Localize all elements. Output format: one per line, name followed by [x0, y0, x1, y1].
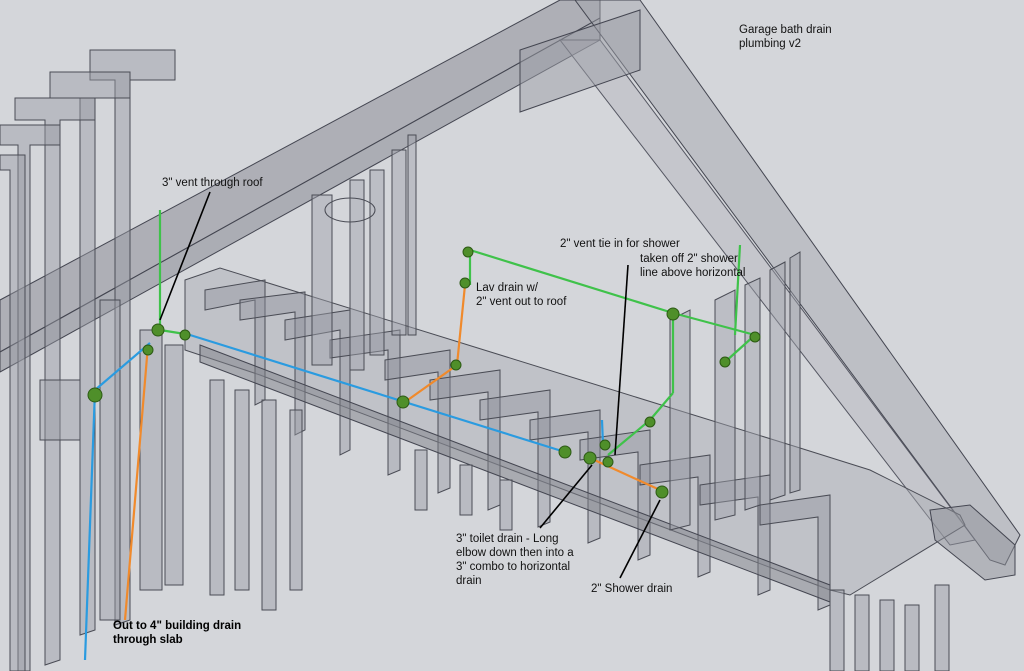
label-toilet-drain: 3" toilet drain - Long elbow down then i…: [456, 532, 574, 588]
diagram-title: Garage bath drain plumbing v2: [739, 23, 849, 51]
pipe-fitting-icon: [462, 246, 474, 258]
label-vent-roof: 3" vent through roof: [162, 177, 263, 189]
pipe-fitting-icon: [583, 451, 597, 465]
label-taken-line1: taken off 2" shower: [640, 253, 738, 265]
right-wall-studs: [669, 251, 801, 531]
label-lav-line2: 2" vent out to roof: [476, 296, 567, 308]
label-lav-line1: Lav drain w/: [476, 282, 539, 294]
pipe-fitting-icon: [558, 445, 572, 459]
pipe-fitting-icon: [602, 456, 614, 468]
label-toilet-line1: 3" toilet drain - Long: [456, 533, 559, 545]
pipe-fitting-icon: [87, 387, 103, 403]
label-toilet-line4: drain: [456, 575, 482, 587]
drain-piping-blue: [83, 333, 605, 661]
pipe-fitting-icon: [719, 356, 731, 368]
middle-wall-studs: [311, 134, 417, 371]
label-vent-tie: 2" vent tie in for shower: [560, 238, 680, 250]
label-lav-drain: Lav drain w/ 2" vent out to roof: [476, 281, 566, 309]
pipe-fitting-icon: [644, 416, 656, 428]
title-text: Garage bath drain plumbing v2: [739, 24, 832, 50]
label-taken-line2: line above horizontal: [640, 267, 746, 279]
pipe-fittings: [87, 246, 761, 499]
left-wall-studs: [0, 49, 184, 671]
label-building-drain: Out to 4" building drain through slab: [113, 619, 241, 647]
pipe-fitting-icon: [151, 323, 165, 337]
pipe-fitting-icon: [179, 329, 191, 341]
pipe-fitting-icon: [396, 395, 410, 409]
pipe-fitting-icon: [666, 307, 680, 321]
drain-piping-orange: [123, 284, 661, 621]
pipe-fitting-icon: [749, 331, 761, 343]
pipe-fitting-icon: [450, 359, 462, 371]
label-toilet-line2: elbow down then into a: [456, 547, 574, 559]
gable-block: [519, 9, 641, 113]
label-shower-drain: 2" Shower drain: [591, 583, 673, 595]
ridge-beam: [0, 0, 601, 353]
label-out-line1: Out to 4" building drain: [113, 620, 242, 632]
label-out-line2: through slab: [113, 634, 183, 646]
label-taken-off: taken off 2" shower line above horizonta…: [640, 252, 746, 280]
label-toilet-line3: 3" combo to horizontal: [456, 561, 571, 573]
front-corner-post: [929, 504, 1016, 581]
joists: [204, 279, 831, 611]
pipe-fitting-icon: [142, 344, 154, 356]
pipe-fitting-icon: [459, 277, 471, 289]
callout-leaders: [159, 191, 661, 579]
pipe-fitting-icon: [599, 439, 611, 451]
pipe-fitting-icon: [655, 485, 669, 499]
lower-studs: [209, 379, 950, 671]
